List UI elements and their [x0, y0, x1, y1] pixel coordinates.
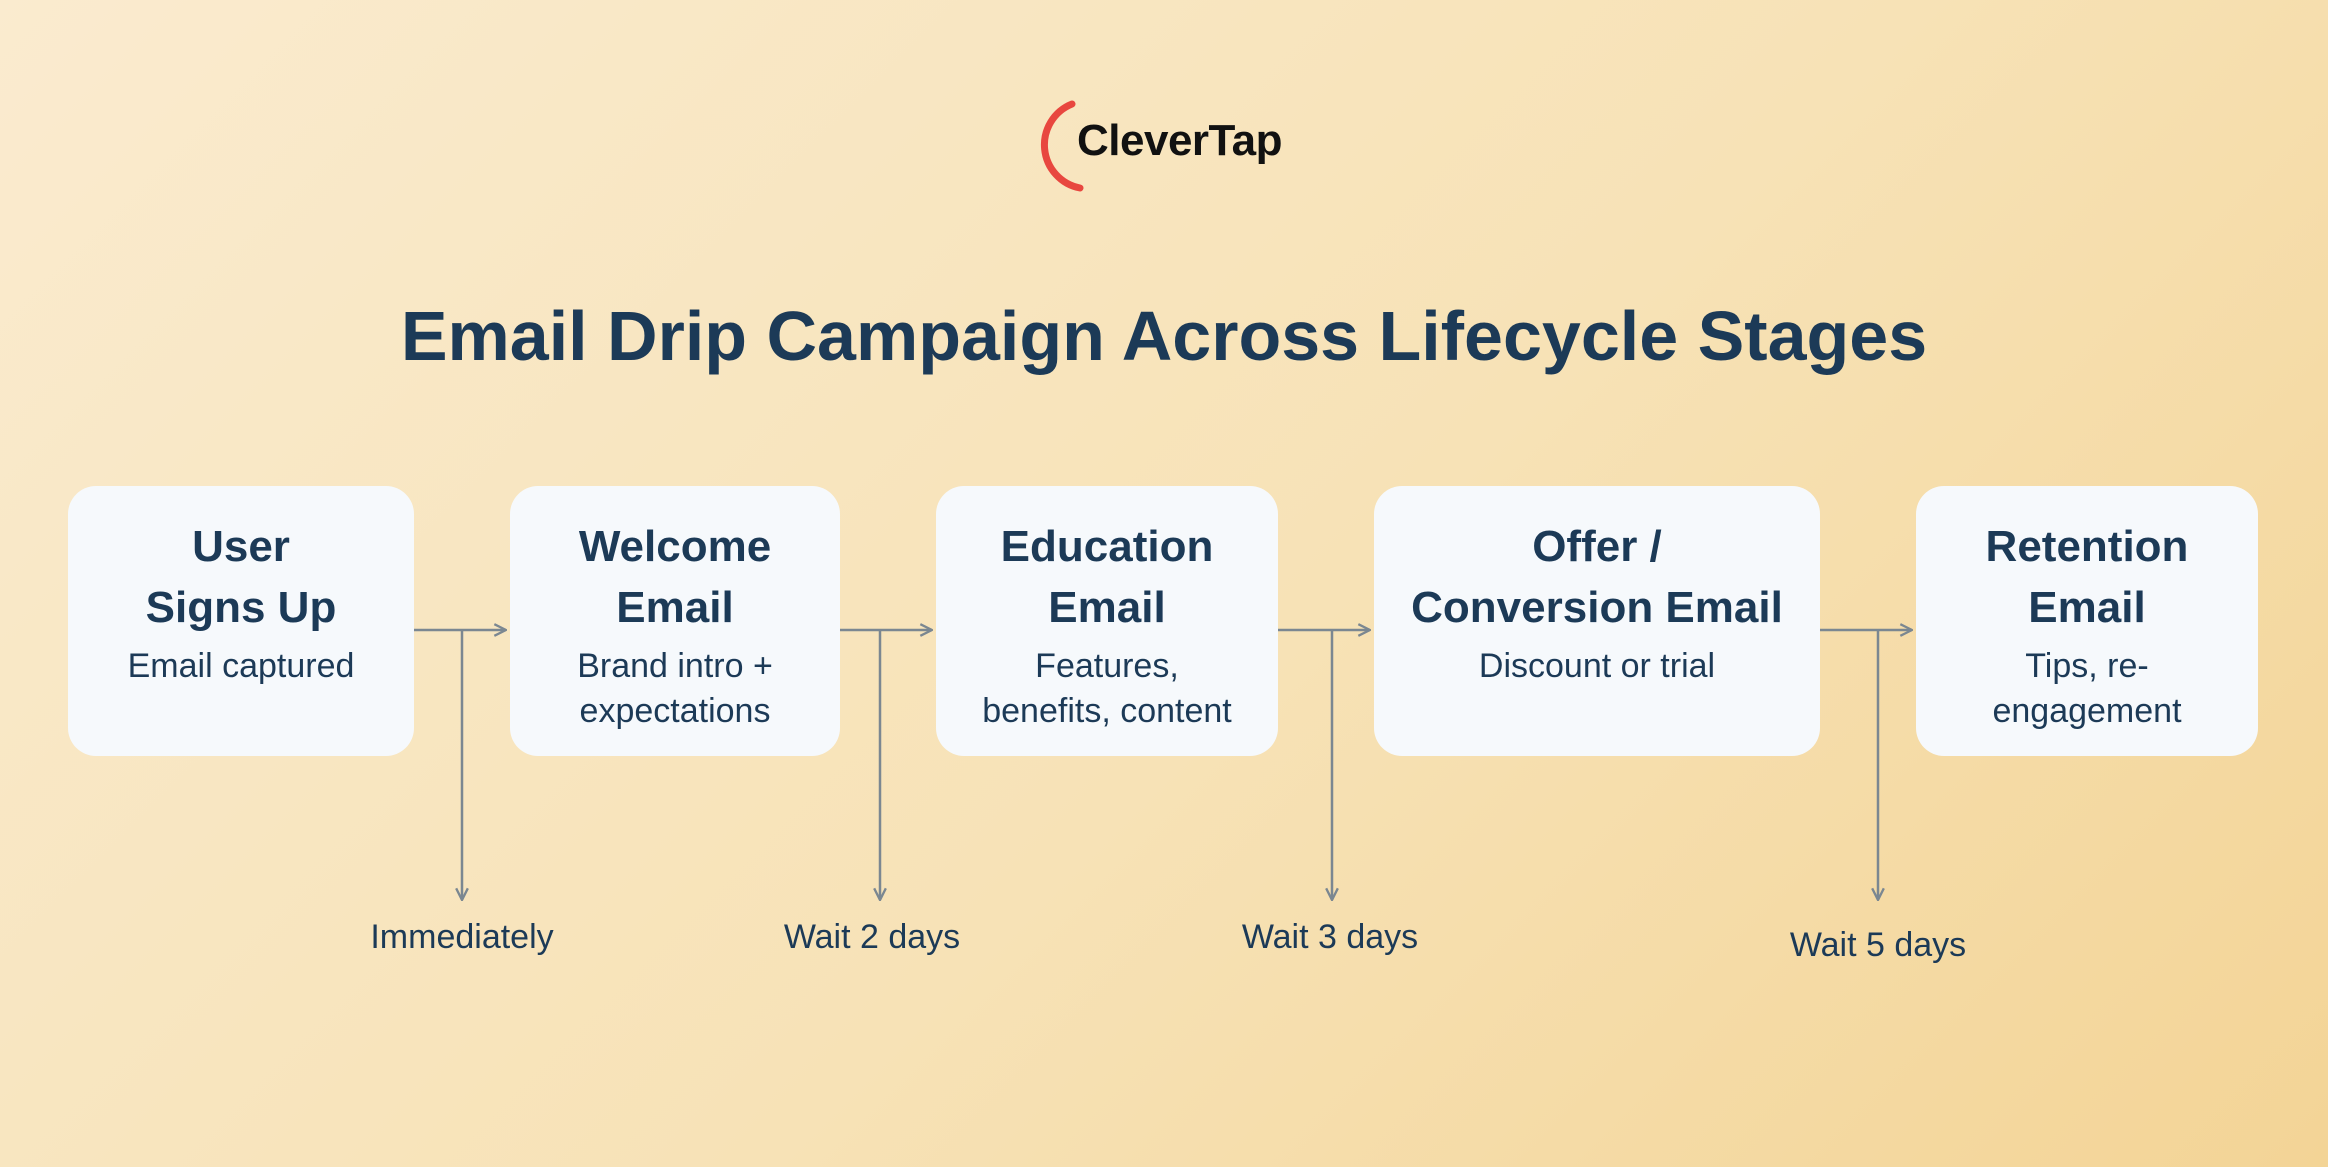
stage-title: Offer / Conversion Email	[1411, 522, 1783, 632]
stage-description: Tips, re- engagement	[1992, 647, 2182, 730]
wait-label-immediately: Immediately	[370, 918, 554, 956]
stage-description: Discount or trial	[1478, 647, 1716, 685]
connector-4	[1820, 630, 1912, 900]
connector-2	[840, 630, 932, 900]
logo-wordmark: CleverTap	[1077, 116, 1283, 165]
logo-mark-icon	[1040, 100, 1084, 192]
connector-3	[1278, 630, 1370, 900]
stage-retention-email: Retention Email Tips, re- engagement	[1916, 486, 2258, 756]
stage-user-signs-up: User Signs Up Email captured	[68, 486, 414, 756]
stage-description: Brand intro + expectations	[577, 647, 773, 730]
stage-title: User Signs Up	[145, 522, 337, 632]
stage-title: Welcome Email	[578, 522, 772, 632]
page-title: Email Drip Campaign Across Lifecycle Sta…	[400, 297, 1928, 375]
wait-label-3-days: Wait 3 days	[1241, 918, 1419, 956]
clevertap-logo: CleverTap	[1040, 96, 1300, 196]
stage-description: Features, benefits, content	[982, 647, 1232, 730]
stage-welcome-email: Welcome Email Brand intro + expectations	[510, 486, 840, 756]
connector-1	[414, 630, 506, 900]
stage-title: Retention Email	[1985, 522, 2189, 632]
wait-label-5-days: Wait 5 days	[1789, 926, 1967, 964]
stage-title: Education Email	[1000, 522, 1214, 632]
stage-education-email: Education Email Features, benefits, cont…	[936, 486, 1278, 756]
stage-offer-conversion-email: Offer / Conversion Email Discount or tri…	[1374, 486, 1820, 756]
stage-description: Email captured	[127, 647, 355, 685]
wait-label-2-days: Wait 2 days	[783, 918, 961, 956]
